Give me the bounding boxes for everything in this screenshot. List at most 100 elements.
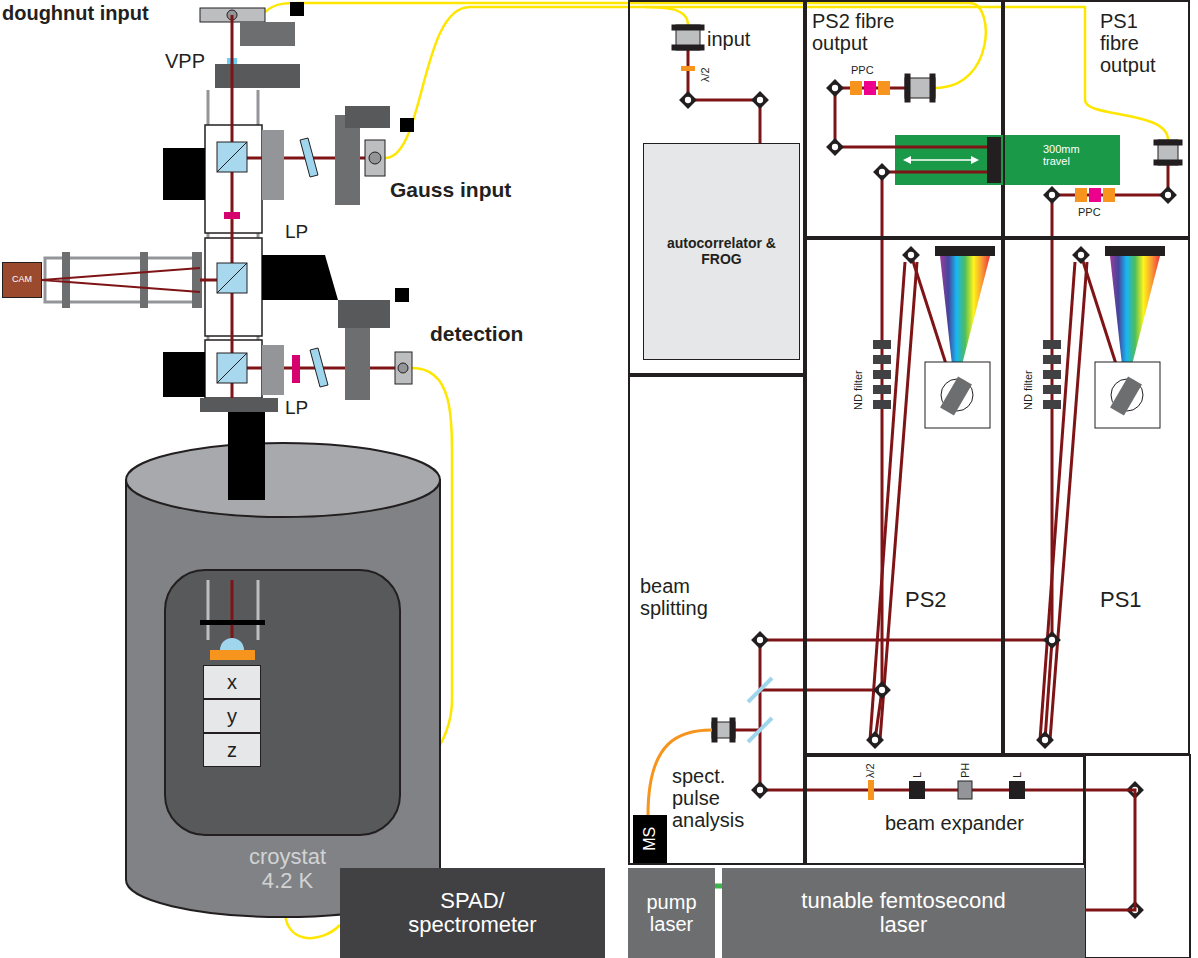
node-text: tunable femtosecond laser [789, 889, 1019, 937]
waveplate [681, 66, 695, 71]
laser-box: tunable femtosecond laser [722, 868, 1085, 958]
label-anchor: L [911, 778, 917, 790]
label-anchor: beam splitting [640, 575, 740, 619]
beam-connector [1085, 790, 1135, 910]
prism-compressor [864, 81, 876, 95]
housing-block [163, 148, 205, 200]
gauss-arm [369, 152, 381, 164]
node-text: 300mm travel [1043, 143, 1088, 167]
label-anchor: ND filter [852, 410, 892, 422]
beam-splitter-plate [748, 718, 772, 742]
label-anchor: detection [430, 322, 523, 345]
laser-box: pump laser [628, 868, 715, 958]
mirror-mount [751, 91, 769, 109]
fibre-coupler [1154, 140, 1182, 145]
part-label: λ/2 [864, 763, 876, 778]
laser-beam [882, 172, 895, 690]
delay-stage-art [895, 171, 987, 174]
beam-splitter-plate [748, 678, 772, 702]
delay-stage-art [909, 159, 973, 161]
node-text: CAM [12, 275, 32, 285]
panel: PS1 fibre output [1003, 0, 1190, 238]
part-label: ND filter [1022, 370, 1034, 410]
cryostat-body [220, 638, 244, 650]
beam-splitter-cube [217, 263, 247, 293]
laser-beam [760, 689, 882, 692]
node-text: MS [641, 827, 659, 851]
label-anchor: VPP [165, 50, 205, 72]
optical-fibre [265, 3, 986, 88]
beam-splitter-cube [217, 353, 247, 383]
gauss-arm [400, 118, 414, 132]
node-text: y [227, 705, 237, 727]
label-anchor: LP [285, 222, 308, 243]
vortex-phase-plate [215, 64, 300, 88]
detection-arm [292, 355, 300, 383]
cryostat: croystat 4.2 Kxyz [122, 440, 444, 918]
bottom-flange [200, 398, 278, 412]
nd-filter [1043, 340, 1061, 349]
nd-filter [873, 400, 891, 409]
doughnut-coupler [290, 2, 304, 16]
fibre-coupler [730, 718, 735, 742]
housing-block [163, 352, 205, 397]
node-text: beam expander [885, 812, 1024, 834]
part-label: beam splitting [640, 575, 740, 619]
mirror-mount [1036, 731, 1054, 749]
node-text: PS1 [1100, 588, 1142, 612]
cryostat-body [228, 440, 265, 500]
gauss-arm [300, 138, 318, 177]
detection-arm [247, 288, 412, 400]
node-text: autocorrelator & FROG [662, 236, 782, 267]
detection-arm [262, 345, 284, 395]
cryostat-body [231, 580, 234, 638]
nd-filter [1043, 385, 1061, 394]
pulse-shaper-panel: PS2 [805, 238, 1003, 755]
housing-block [163, 148, 338, 397]
prism-compressor [1103, 188, 1115, 202]
part-label: Gauss input [390, 178, 511, 201]
mirror-mount [751, 631, 769, 649]
gauss-arm [365, 140, 385, 176]
laser-beam [1050, 262, 1087, 740]
node-text: SPAD/ spectrometer [398, 889, 548, 937]
label-anchor: Gauss input [390, 178, 511, 201]
gauss-arm [262, 130, 284, 200]
nd-filter [1043, 400, 1061, 409]
mirror-mount [1072, 246, 1090, 264]
prism-compressor [850, 81, 862, 95]
fibre-coupler [712, 718, 717, 742]
part-label: L [911, 772, 923, 778]
nd-filter [1043, 355, 1061, 364]
fibre-coupler [672, 45, 704, 50]
panel: PS2 fibre output 300mm travel [805, 0, 1003, 238]
mirror-mount [826, 138, 844, 156]
panel: spect. pulse analysisMS [628, 375, 805, 865]
fibre-coupler [672, 25, 704, 30]
part-label: PH [959, 763, 971, 778]
panel-frame [1085, 755, 1190, 958]
detection-arm [395, 288, 409, 302]
part-label: PPC [851, 64, 874, 76]
polariser [224, 212, 240, 219]
gauss-arm [335, 115, 360, 205]
lens-pinhole [909, 781, 1025, 799]
cryostat-body [210, 650, 255, 660]
label-anchor: λ/2 [864, 778, 879, 790]
nd-filter [873, 355, 891, 364]
mirror-mount [751, 781, 769, 799]
delay-stage-art [987, 137, 1001, 183]
mirror-mount [679, 91, 697, 109]
label-anchor: λ/2 [699, 82, 714, 94]
fibre-coupler [930, 74, 935, 102]
spectral-fan [1095, 362, 1160, 428]
delay-stage-art [895, 135, 1120, 185]
bottom-flange [200, 398, 278, 447]
part-label: detection [430, 322, 523, 345]
polariser [224, 212, 240, 219]
beam-splitter-cube [217, 353, 247, 383]
stage-z: z [203, 733, 261, 767]
delay-stage-art [895, 146, 987, 149]
lens-pinhole [1009, 781, 1025, 799]
camera-box: CAM [2, 262, 42, 298]
